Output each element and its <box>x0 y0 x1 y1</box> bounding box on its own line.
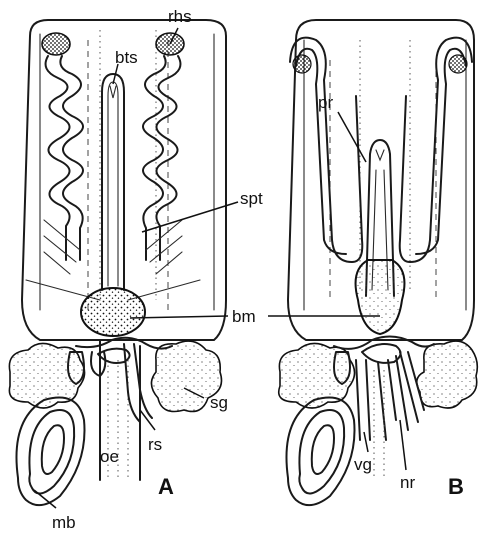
label-bm: bm <box>232 307 256 326</box>
panel-b-rhs-left <box>293 55 311 73</box>
label-vg: vg <box>354 455 372 474</box>
panel-b-vg <box>356 360 370 440</box>
label-spt: spt <box>240 189 263 208</box>
label-bts: bts <box>115 48 138 67</box>
panel-a-letter: A <box>158 474 174 499</box>
label-rs: rs <box>148 435 162 454</box>
label-pr: pr <box>318 93 333 112</box>
panel-a-rhs-left <box>42 33 70 55</box>
leader-nr <box>400 420 406 470</box>
panel-b-sg-right <box>417 341 478 408</box>
panel-a <box>9 20 226 505</box>
label-rhs: rhs <box>168 7 192 26</box>
panel-a-bm <box>81 288 145 336</box>
panel-b <box>279 20 478 505</box>
label-oe: oe <box>100 447 119 466</box>
label-mb: mb <box>52 513 76 532</box>
label-sg: sg <box>210 393 228 412</box>
panel-b-letter: B <box>448 474 464 499</box>
leader-vg <box>364 432 368 452</box>
panel-b-rhs-right <box>449 55 467 73</box>
panel-b-nerve-ring <box>362 344 401 363</box>
label-nr: nr <box>400 473 415 492</box>
